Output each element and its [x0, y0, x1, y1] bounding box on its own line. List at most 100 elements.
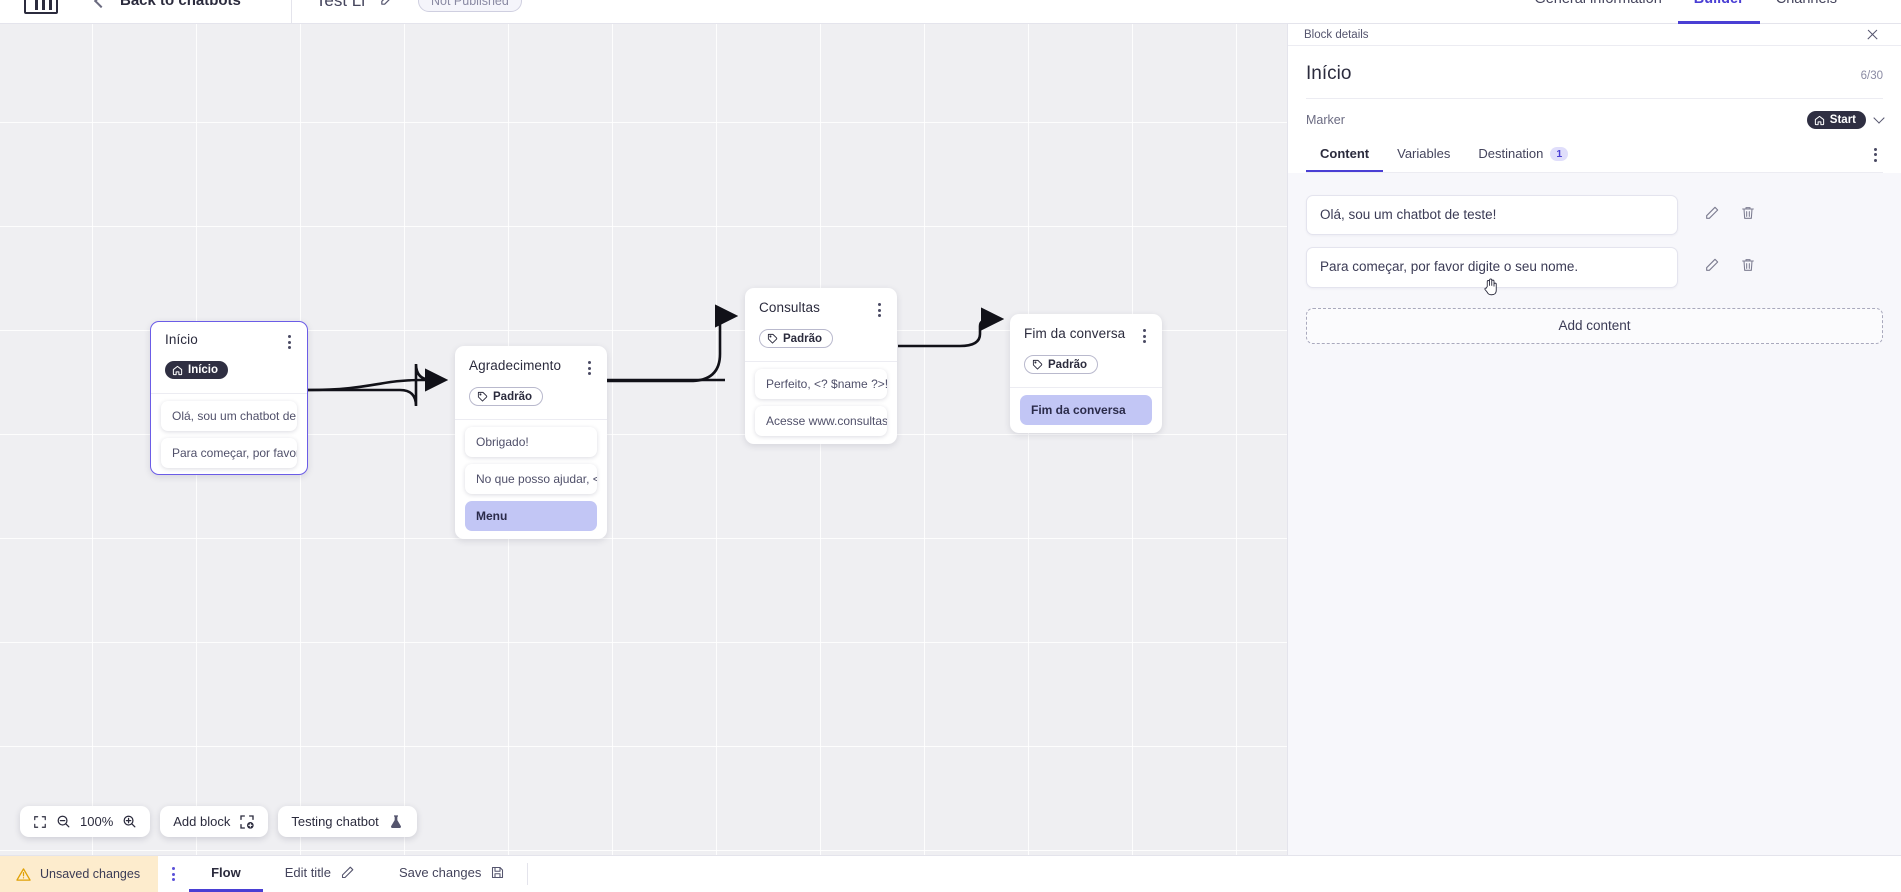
back-chevron-icon[interactable]: [93, 0, 109, 8]
marker-select[interactable]: Start: [1806, 111, 1885, 129]
node-badge-row: Padrão: [745, 320, 897, 353]
node-message[interactable]: Perfeito, <? $name ?>!: [755, 369, 887, 399]
panel-header: Block details: [1288, 24, 1901, 46]
panel-more-options-icon[interactable]: [1868, 141, 1883, 171]
marker-value-badge: Start: [1806, 111, 1866, 129]
node-divider: [1010, 387, 1162, 388]
node-header: Consultas: [745, 298, 897, 320]
testing-chatbot-button[interactable]: Testing chatbot: [278, 806, 417, 837]
add-block-button[interactable]: Add block: [160, 806, 269, 837]
canvas-toolbar: 100% Add block Testing chatbot: [20, 806, 417, 837]
node-message[interactable]: Acesse www.consultas.com par...: [755, 406, 887, 436]
home-icon: [1814, 115, 1824, 125]
tab-channels[interactable]: Channels: [1760, 0, 1853, 24]
panel-title-row: Início 6/30: [1306, 46, 1883, 99]
top-tabs: General information Builder Channels: [1518, 0, 1901, 24]
delete-trash-icon[interactable]: [1740, 205, 1756, 226]
toolbar-divider: [290, 0, 292, 24]
brand-logo-icon: [24, 0, 58, 14]
tab-content[interactable]: Content: [1306, 139, 1384, 172]
panel-tabs: Content Variables Destination 1: [1306, 139, 1883, 173]
tag-icon: [1032, 359, 1043, 370]
delete-trash-icon[interactable]: [1740, 257, 1756, 278]
badge-default: Padrão: [759, 329, 833, 348]
chevron-down-icon[interactable]: [1873, 112, 1885, 124]
edit-pencil-icon[interactable]: [1704, 257, 1720, 278]
status-badge: Not Published: [418, 0, 522, 12]
flow-connectors: [307, 304, 1005, 407]
block-details-panel: Block details Início 6/30 Marker Start C…: [1287, 24, 1901, 868]
flow-node-fim-da-conversa[interactable]: Fim da conversa Padrão Fim da conversa: [1010, 314, 1162, 433]
top-bar: Back to chatbots Test Li Not Published G…: [0, 0, 1901, 24]
edit-pencil-icon[interactable]: [379, 0, 396, 12]
flow-node-consultas[interactable]: Consultas Padrão Perfeito, <? $name ?>! …: [745, 288, 897, 444]
save-changes-button[interactable]: Save changes: [377, 856, 527, 892]
content-text[interactable]: Olá, sou um chatbot de teste!: [1306, 195, 1678, 236]
back-to-chatbots-link[interactable]: Back to chatbots: [120, 0, 241, 9]
zoom-controls[interactable]: 100%: [20, 806, 151, 837]
status-divider: [527, 863, 529, 885]
node-divider: [151, 392, 307, 394]
tab-content-label: Content: [1320, 146, 1370, 161]
node-title: Agradecimento: [469, 358, 562, 373]
edit-pencil-icon: [341, 866, 354, 879]
tag-icon: [477, 391, 488, 402]
tab-destination-count: 1: [1550, 146, 1569, 161]
edit-pencil-icon[interactable]: [1704, 205, 1720, 226]
node-header: Fim da conversa: [1010, 324, 1162, 346]
node-message-menu[interactable]: Menu: [465, 501, 597, 531]
badge-label: Início: [188, 364, 219, 377]
zoom-out-icon: [57, 815, 70, 828]
node-message-end[interactable]: Fim da conversa: [1020, 395, 1152, 425]
node-message[interactable]: No que posso ajudar, <? $name ...: [465, 464, 597, 494]
node-message[interactable]: Para começar, por favor digite o ...: [161, 437, 297, 468]
node-badge-row: Padrão: [1010, 346, 1162, 379]
node-badge-row: Padrão: [455, 378, 607, 411]
node-menu-icon[interactable]: [876, 300, 883, 320]
node-message[interactable]: Olá, sou um chatbot de teste!: [161, 400, 297, 431]
node-menu-icon[interactable]: [586, 358, 593, 378]
edit-title-button[interactable]: Edit title: [263, 856, 377, 892]
add-block-icon: [240, 814, 255, 829]
badge-label: Padrão: [1048, 358, 1087, 371]
home-icon: [172, 365, 183, 376]
badge-default: Padrão: [1024, 355, 1098, 374]
node-menu-icon[interactable]: [1141, 326, 1148, 346]
chatbot-title: Test Li: [315, 0, 365, 10]
testing-chatbot-label: Testing chatbot: [291, 814, 379, 829]
node-divider: [455, 419, 607, 420]
content-actions: [1678, 247, 1756, 278]
status-more-icon[interactable]: [158, 856, 189, 892]
flow-canvas[interactable]: Início Início Olá, sou um chatbot de tes…: [0, 24, 1287, 868]
save-disk-icon: [492, 866, 504, 879]
node-title: Consultas: [759, 300, 820, 315]
content-item: Olá, sou um chatbot de teste!: [1306, 195, 1883, 236]
status-tab-flow-label: Flow: [211, 865, 241, 880]
node-title: Fim da conversa: [1024, 326, 1126, 341]
fit-screen-icon: [34, 815, 46, 828]
tab-variables[interactable]: Variables: [1383, 139, 1464, 172]
node-message[interactable]: Obrigado!: [465, 427, 597, 457]
node-divider: [745, 361, 897, 362]
tab-destination[interactable]: Destination 1: [1464, 139, 1582, 172]
panel-header-label: Block details: [1304, 28, 1369, 41]
marker-row: Marker Start: [1306, 99, 1885, 139]
flow-node-agradecimento[interactable]: Agradecimento Padrão Obrigado! No que po…: [455, 346, 607, 539]
badge-start: Início: [165, 361, 229, 380]
tab-variables-label: Variables: [1397, 146, 1451, 161]
add-content-button[interactable]: Add content: [1306, 307, 1883, 344]
warning-icon: [16, 867, 31, 881]
tab-general-information[interactable]: General information: [1518, 0, 1677, 24]
tab-builder[interactable]: Builder: [1677, 0, 1760, 24]
page-title: Início: [1306, 63, 1352, 84]
edit-title-label: Edit title: [284, 865, 331, 880]
flow-node-inicio[interactable]: Início Início Olá, sou um chatbot de tes…: [150, 321, 308, 476]
mouse-cursor-pointer: [1484, 278, 1497, 296]
node-header: Início: [151, 330, 307, 352]
node-menu-icon[interactable]: [286, 332, 293, 352]
content-item: Para começar, por favor digite o seu nom…: [1306, 247, 1883, 288]
node-title: Início: [165, 332, 198, 348]
status-tab-flow[interactable]: Flow: [189, 856, 263, 892]
node-header: Agradecimento: [455, 356, 607, 378]
close-icon[interactable]: [1866, 28, 1879, 41]
